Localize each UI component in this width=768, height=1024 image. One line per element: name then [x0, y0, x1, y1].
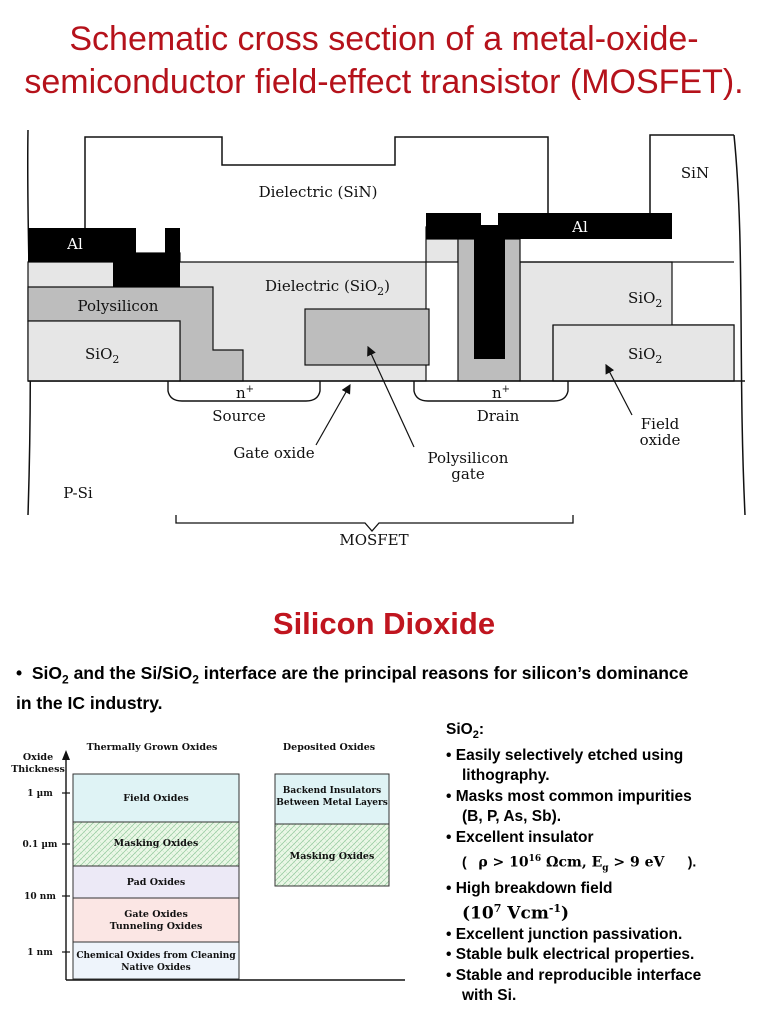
field-oxides-box	[72, 773, 240, 823]
sio2-properties-list: SiO2: • Easily selectively etched using …	[446, 720, 766, 1007]
prop-item: • Stable and reproducible interface	[446, 966, 702, 984]
oxide-thickness-chart: Oxide Thickness Thermally Grown Oxides D…	[11, 742, 405, 981]
prop-item: • Easily selectively etched using	[446, 746, 684, 764]
dielectric-sio2-label: Dielectric (SiO2)	[265, 277, 390, 298]
props-heading: SiO2:	[446, 721, 484, 742]
prop-item: • Stable bulk electrical properties.	[446, 946, 695, 964]
prop-item: • Masks most common impurities	[446, 787, 692, 805]
chemical-oxides-box	[72, 941, 240, 980]
masking-oxides-box	[72, 821, 240, 867]
polysilicon-label: Polysilicon	[78, 297, 159, 315]
intro-bullet: • SiO2 and the Si/SiO2 interface are the…	[16, 663, 689, 713]
col-deposited-header: Deposited Oxides	[283, 742, 375, 753]
gate-oxides-box	[72, 897, 240, 943]
polysilicon-gate-label-2: gate	[451, 465, 485, 483]
sio2-right-bottom-label: SiO2	[628, 345, 662, 366]
polysilicon-gate-label-1: Polysilicon	[428, 449, 509, 467]
svg-text:1 nm: 1 nm	[27, 948, 53, 958]
prop-item: (B, P, As, Sb).	[462, 808, 562, 826]
al-left-label: Al	[66, 235, 83, 253]
n-plus-source-label: n+	[236, 384, 254, 402]
prop-item: • Excellent insulator	[446, 829, 594, 847]
prop-item: with Si.	[462, 987, 517, 1005]
masking-oxides-label: Masking Oxides	[114, 838, 199, 849]
al-right-label: Al	[571, 218, 588, 236]
section-title: Silicon Dioxide	[272, 606, 496, 641]
p-si-label: P-Si	[63, 484, 93, 502]
mosfet-label: MOSFET	[339, 531, 408, 549]
prop-item: lithography.	[462, 767, 550, 785]
svg-text:10 nm: 10 nm	[24, 892, 56, 902]
tick-1um: 1 µm	[27, 789, 70, 799]
sin-label: SiN	[681, 164, 709, 182]
chemical-oxides-label: Chemical Oxides from Cleaning	[76, 951, 236, 961]
tunneling-oxides-label: Tunneling Oxides	[110, 921, 203, 932]
field-oxide-label-1: Field	[641, 415, 680, 433]
backend-insulators-label: Backend Insulators	[283, 786, 381, 796]
native-oxides-label: Native Oxides	[121, 963, 190, 973]
sio2-right-top-label: SiO2	[628, 289, 662, 310]
insulator-values: ( ρ > 1016 Ωcm, Eg > 9 eV ).	[462, 853, 697, 874]
page-title: Schematic cross section of a metal-oxide…	[24, 20, 744, 101]
prop-item: • Excellent junction passivation.	[446, 925, 683, 943]
tick-0-1um: 0.1 µm	[23, 840, 70, 850]
backend-insulators-box	[274, 773, 390, 825]
field-oxides-label: Field Oxides	[123, 793, 189, 804]
between-metal-layers-label: Between Metal Layers	[276, 798, 388, 808]
source-label: Source	[212, 407, 266, 425]
deposited-masking-oxides-label: Masking Oxides	[290, 851, 375, 862]
gate-oxides-label: Gate Oxides	[124, 909, 188, 920]
y-axis-label-1: Oxide	[23, 752, 53, 763]
prop-item: • High breakdown field	[446, 879, 613, 897]
col-thermal-header: Thermally Grown Oxides	[87, 742, 218, 753]
field-oxide-label-2: oxide	[640, 431, 681, 449]
sio2-left-label: SiO2	[85, 345, 119, 366]
svg-text:1 µm: 1 µm	[27, 789, 53, 799]
svg-text:0.1 µm: 0.1 µm	[23, 840, 58, 850]
mosfet-cross-section-diagram: Dielectric (SiN) SiN Al Al Dielectric (S…	[26, 129, 746, 549]
gate-oxide-label: Gate oxide	[233, 444, 314, 462]
tick-10nm: 10 nm	[24, 892, 70, 902]
pad-oxides-label: Pad Oxides	[127, 877, 186, 888]
pad-oxides-box	[72, 865, 240, 899]
drain-label: Drain	[477, 407, 520, 425]
breakdown-field-values: (107 Vcm-1)	[462, 902, 570, 924]
y-axis-label-2: Thickness	[11, 764, 65, 775]
tick-1nm: 1 nm	[27, 948, 70, 958]
deposited-masking-oxides-box	[274, 823, 390, 887]
dielectric-sin-label: Dielectric (SiN)	[259, 183, 378, 201]
n-plus-drain-label: n+	[492, 384, 510, 402]
